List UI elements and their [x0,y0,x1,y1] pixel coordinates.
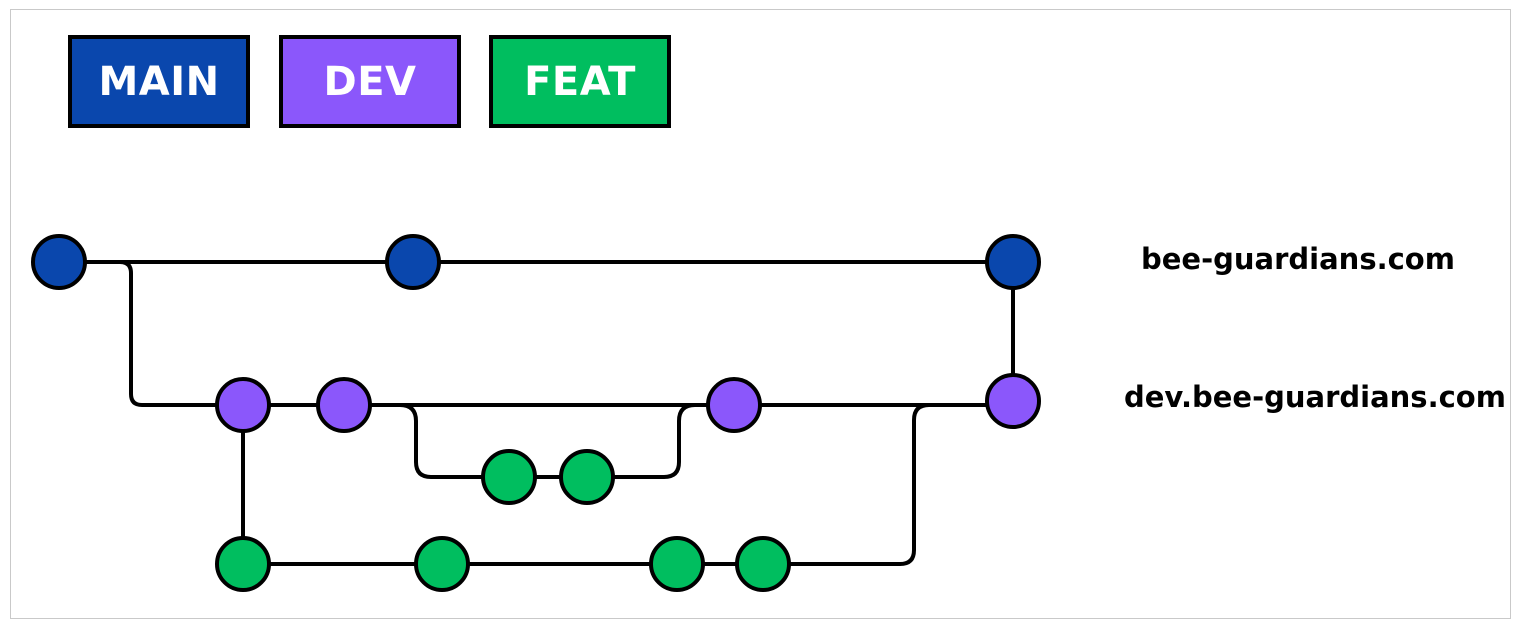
feat-commit-6 [735,536,791,592]
legend-dev-branch: DEV [279,35,461,128]
dev-commit-4 [985,373,1041,429]
legend-main-label: MAIN [98,58,220,105]
development-url-label: dev.bee-guardians.com [1124,380,1506,414]
main-commit-2 [385,234,441,290]
feat-commit-4 [414,536,470,592]
production-url-label: bee-guardians.com [1141,242,1455,276]
main-commit-1 [31,234,87,290]
dev-commit-3 [706,377,762,433]
legend-main-branch: MAIN [68,35,250,128]
dev-commit-2 [316,377,372,433]
main-to-dev-branch [108,260,245,407]
feat-commit-1 [481,449,537,505]
feat-commit-5 [649,536,705,592]
legend-feat-label: FEAT [524,58,636,105]
legend-dev-label: DEV [323,58,417,105]
feat-line-lower [241,403,1015,566]
feat-line-upper [342,403,736,479]
legend-feat-branch: FEAT [489,35,671,128]
feat-commit-2 [559,449,615,505]
dev-commit-1 [215,377,271,433]
feat-commit-3 [215,536,271,592]
main-commit-3 [985,234,1041,290]
diagram-frame [10,9,1511,619]
